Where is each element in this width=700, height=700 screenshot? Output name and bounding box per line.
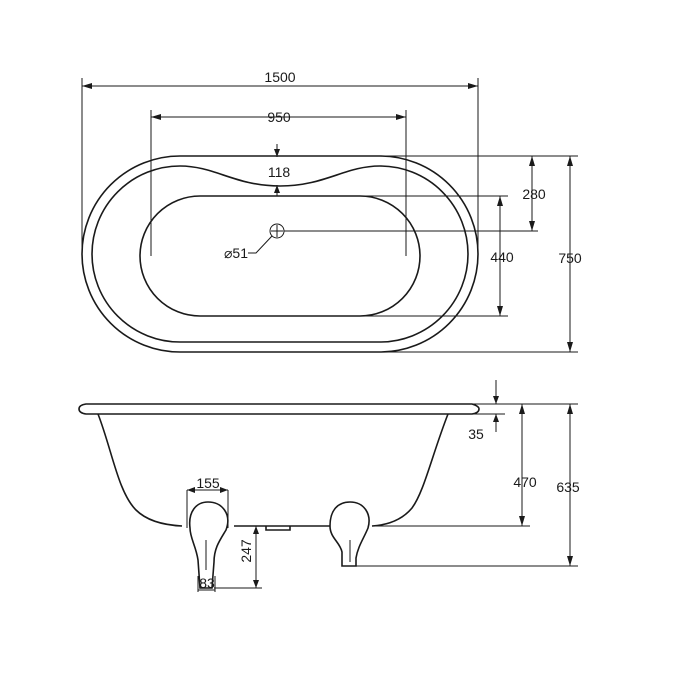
foot-base-dimension [197, 576, 216, 592]
inner-length-dimension [150, 110, 407, 256]
bath-body-outline-right [371, 413, 449, 527]
foot-width-label: 155 [196, 475, 220, 491]
foot-height-label: 247 [238, 539, 254, 563]
inner-width-dimension [497, 196, 503, 316]
rim-notch-dimension [274, 144, 280, 196]
bath-body-outline [97, 413, 183, 527]
inner-width-label: 440 [490, 249, 514, 265]
right-foot [329, 501, 370, 567]
inner-rim-outline [91, 165, 469, 343]
waste-hole [248, 223, 285, 254]
rim-outline [78, 403, 480, 415]
overall-length-label: 1500 [264, 69, 295, 85]
bath-depth-dimension [519, 404, 525, 526]
side-view: 35 470 635 155 247 83 [78, 380, 580, 592]
rim-thickness-dimension [493, 380, 499, 432]
inner-offset-dimension [529, 156, 535, 231]
left-foot [188, 501, 229, 589]
waste-outlet [265, 526, 291, 531]
rim-thickness-label: 35 [468, 426, 484, 442]
foot-width-dimension [186, 487, 229, 528]
top-view: 1500 950 118 280 440 750 ⌀51 [81, 69, 582, 353]
overall-height-label: 635 [556, 479, 580, 495]
foot-base-label: 83 [199, 575, 215, 591]
overall-width-dimension [567, 156, 573, 352]
overall-height-dimension [567, 404, 573, 566]
overall-width-label: 750 [558, 250, 582, 266]
inner-length-label: 950 [267, 109, 291, 125]
overall-length-dimension [81, 78, 479, 254]
basin-outline [139, 195, 421, 317]
foot-height-dimension [214, 525, 262, 589]
inner-offset-label: 280 [522, 186, 546, 202]
waste-diameter-label: ⌀51 [224, 245, 248, 261]
bath-depth-label: 470 [513, 474, 537, 490]
rim-notch-label: 118 [268, 164, 291, 180]
